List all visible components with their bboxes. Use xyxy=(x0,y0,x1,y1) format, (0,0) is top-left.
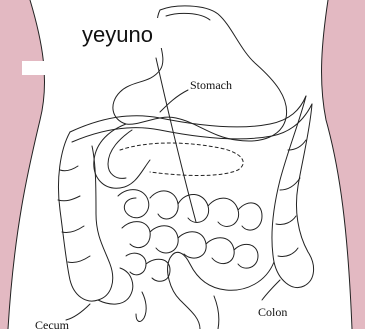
stomach-label: Stomach xyxy=(190,78,232,93)
cecum-label: Cecum xyxy=(35,318,69,329)
ascending-colon-haustra xyxy=(58,166,90,263)
colon-leader-line xyxy=(262,280,280,300)
appendix xyxy=(136,292,146,321)
colon-label: Colon xyxy=(258,305,287,320)
duodenum-inner xyxy=(108,130,132,178)
descending-colon xyxy=(272,96,314,288)
cecum-leader-line xyxy=(66,304,90,320)
cecum xyxy=(98,268,133,304)
white-overlay-bar xyxy=(22,61,66,75)
transverse-colon xyxy=(70,96,306,132)
pancreas-outline xyxy=(120,143,243,176)
ascending-colon xyxy=(58,132,112,301)
right-side-band xyxy=(322,0,365,329)
descending-colon-haustra xyxy=(276,140,306,257)
rectum xyxy=(214,296,219,329)
left-side-band xyxy=(0,0,45,329)
small-intestine-loops xyxy=(118,190,262,282)
yeyuno-label: yeyuno xyxy=(82,22,153,48)
